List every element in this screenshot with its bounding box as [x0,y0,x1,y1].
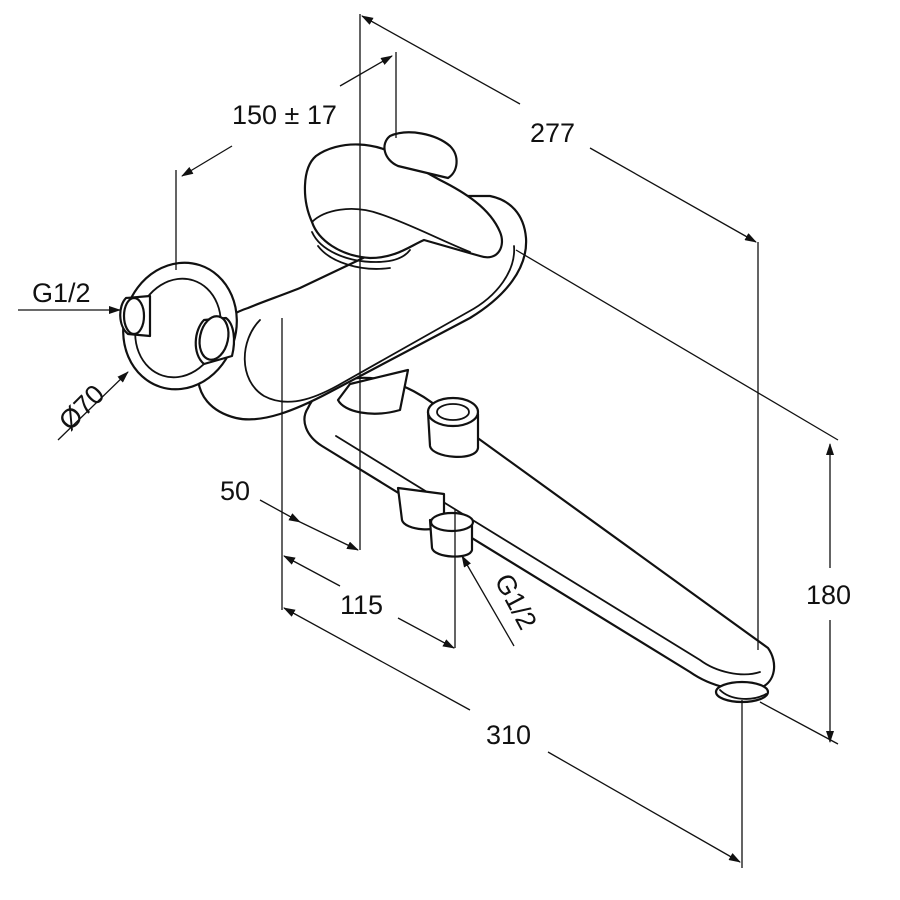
label-inlet-thread-left: G1/2 [32,278,91,308]
handle-cap [383,131,458,180]
label-offset-50: 50 [220,476,250,506]
label-inlet-thread-bottom: G1/2 [489,569,543,635]
label-flange-diameter: Ø70 [53,379,110,436]
label-width-spread: 150 ± 17 [232,100,337,130]
valve-neck [336,368,410,415]
dimension-lines [18,15,834,863]
spout [303,376,776,692]
label-offset-115: 115 [340,590,383,620]
label-total-depth: 277 [530,118,575,148]
label-height: 180 [806,580,851,610]
extension-lines [175,14,839,868]
label-spout-length: 310 [486,720,531,750]
faucet-outline [119,131,776,704]
